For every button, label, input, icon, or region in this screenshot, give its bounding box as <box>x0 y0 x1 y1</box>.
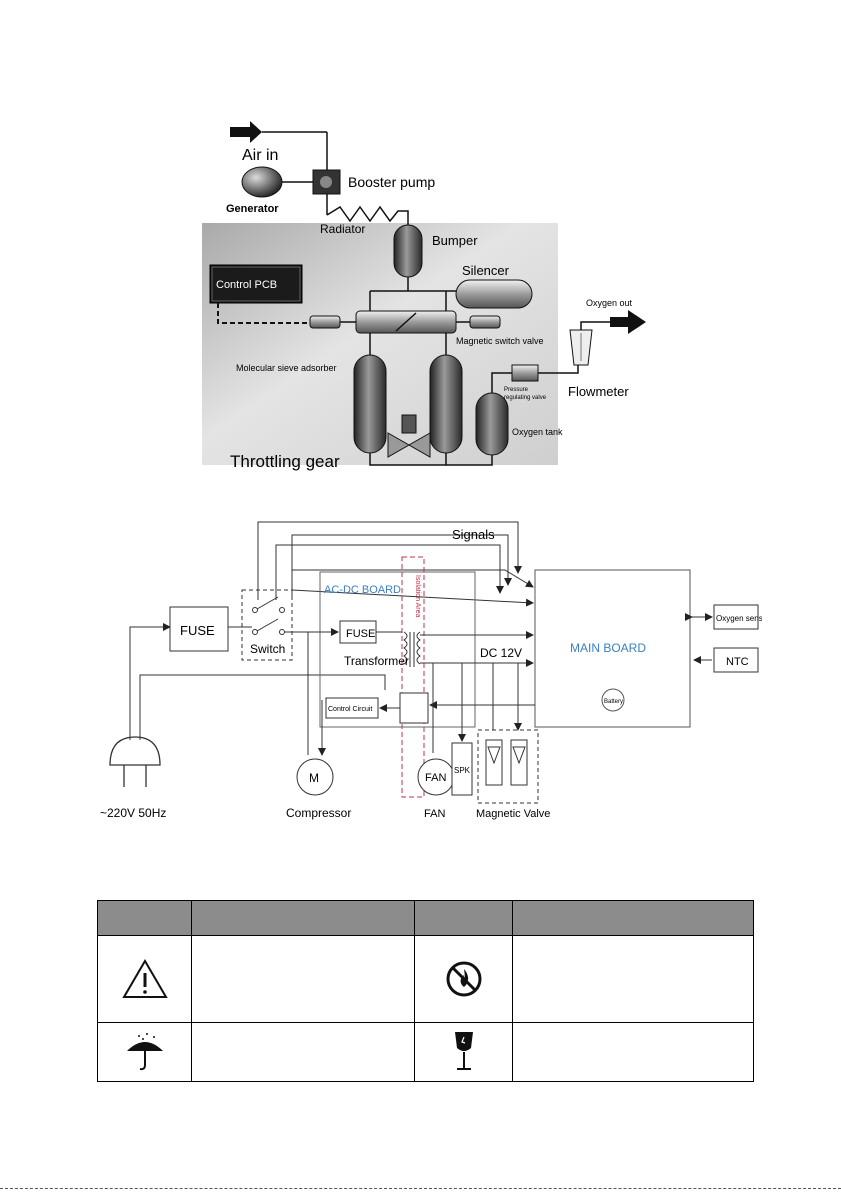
throttling-valve <box>387 432 431 458</box>
table-cell <box>97 935 192 1023</box>
switch-label: Switch <box>250 642 285 656</box>
no-open-flame-icon <box>446 961 481 997</box>
keep-dry-umbrella-icon <box>126 1033 163 1071</box>
board-fuse-label: FUSE <box>346 628 375 640</box>
power-plug-icon <box>109 736 161 787</box>
isolation-area <box>401 556 425 798</box>
warning-triangle-icon <box>121 959 168 998</box>
speaker <box>451 742 473 796</box>
silencer <box>455 279 533 309</box>
silencer-label: Silencer <box>462 263 510 278</box>
table-cell <box>414 1022 513 1082</box>
oxygen-out-arrow <box>610 310 646 334</box>
control-circuit <box>325 697 379 719</box>
battery-label: Battery <box>604 699 623 705</box>
header-cell <box>414 900 513 936</box>
radiator-label: Radiator <box>320 222 365 236</box>
battery-icon <box>601 688 625 712</box>
main-fuse <box>169 606 229 652</box>
isolation-area-label: Isolation Area <box>414 575 421 618</box>
pressure-valve-label-2: regulating valve <box>504 395 547 401</box>
control-pcb-label: Control PCB <box>216 279 277 291</box>
control-circuit-label: Control Circuit <box>328 706 372 713</box>
table-cell <box>414 935 513 1023</box>
magnetic-valve-group <box>477 729 539 804</box>
compressor-motor <box>296 758 334 796</box>
switch-box <box>241 589 293 661</box>
ntc-sensor <box>713 647 759 673</box>
oxygen-tank-label: Oxygen tank <box>512 427 563 437</box>
compressor-label: Compressor <box>286 806 351 820</box>
table-row <box>97 935 754 1023</box>
header-cell <box>97 900 192 936</box>
radiator-coil <box>326 205 409 225</box>
header-cell <box>191 900 415 936</box>
sieve-tower-left <box>353 354 387 454</box>
fan-label: FAN <box>424 808 445 820</box>
ac-dc-board <box>319 571 476 728</box>
pressure-valve-label-1: Pressure <box>504 387 529 393</box>
table-cell <box>97 1022 192 1082</box>
page-footer-line <box>0 1188 841 1189</box>
transformer-label: Transformer <box>344 654 409 668</box>
magnetic-valve-label: Magnetic Valve <box>476 808 550 820</box>
ntc-label: NTC <box>726 656 749 668</box>
main-board <box>534 569 691 728</box>
fragile-glass-icon <box>454 1032 473 1070</box>
generator-label: Generator <box>226 203 279 215</box>
ac-dc-board-label: AC-DC BOARD <box>324 584 401 596</box>
pressure-regulating-valve <box>511 364 539 382</box>
air-in-label: Air in <box>242 147 278 164</box>
table-cell <box>512 935 754 1023</box>
electrical-block-diagram: Signals FUSE Switch AC-DC BOARD Isolatio… <box>100 521 762 820</box>
oxygen-sensor-label: Oxygen sensor <box>716 614 762 623</box>
oxygen-sensor <box>713 604 759 630</box>
table-header-row <box>97 900 754 936</box>
throttling-gear-label: Throttling gear <box>230 452 340 471</box>
main-board-label: MAIN BOARD <box>570 641 646 655</box>
table-cell <box>512 1022 754 1082</box>
oxygen-tank <box>475 392 509 456</box>
symbol-table <box>97 900 754 1082</box>
sieve-tower-right <box>429 354 463 454</box>
mains-label: ~220V 50Hz <box>100 806 166 820</box>
booster-pump-label: Booster pump <box>348 174 435 190</box>
optocoupler <box>399 692 429 724</box>
table-cell <box>191 935 415 1023</box>
molecular-sieve-label: Molecular sieve adsorber <box>236 363 337 373</box>
header-cell <box>512 900 754 936</box>
spk-label: SPK <box>454 766 471 775</box>
main-fuse-label: FUSE <box>180 623 215 638</box>
dc-12v-label: DC 12V <box>480 646 522 660</box>
flowmeter-label: Flowmeter <box>568 384 629 399</box>
table-cell <box>191 1022 415 1082</box>
oxygen-out-label: Oxygen out <box>586 298 633 308</box>
generator-icon <box>241 166 283 198</box>
bumper-tank <box>393 224 423 278</box>
table-row <box>97 1022 754 1082</box>
oxygen-flow-diagram: Air in Generator Booster pump Radiator B… <box>202 121 646 471</box>
fan-symbol: FAN <box>425 772 446 784</box>
signals-label: Signals <box>452 527 495 542</box>
transformer-coil <box>403 631 421 667</box>
magnetic-switch-valve-label: Magnetic switch valve <box>456 336 544 346</box>
air-in-arrow <box>230 121 262 143</box>
compressor-motor-symbol: M <box>309 771 319 785</box>
bumper-label: Bumper <box>432 233 478 248</box>
